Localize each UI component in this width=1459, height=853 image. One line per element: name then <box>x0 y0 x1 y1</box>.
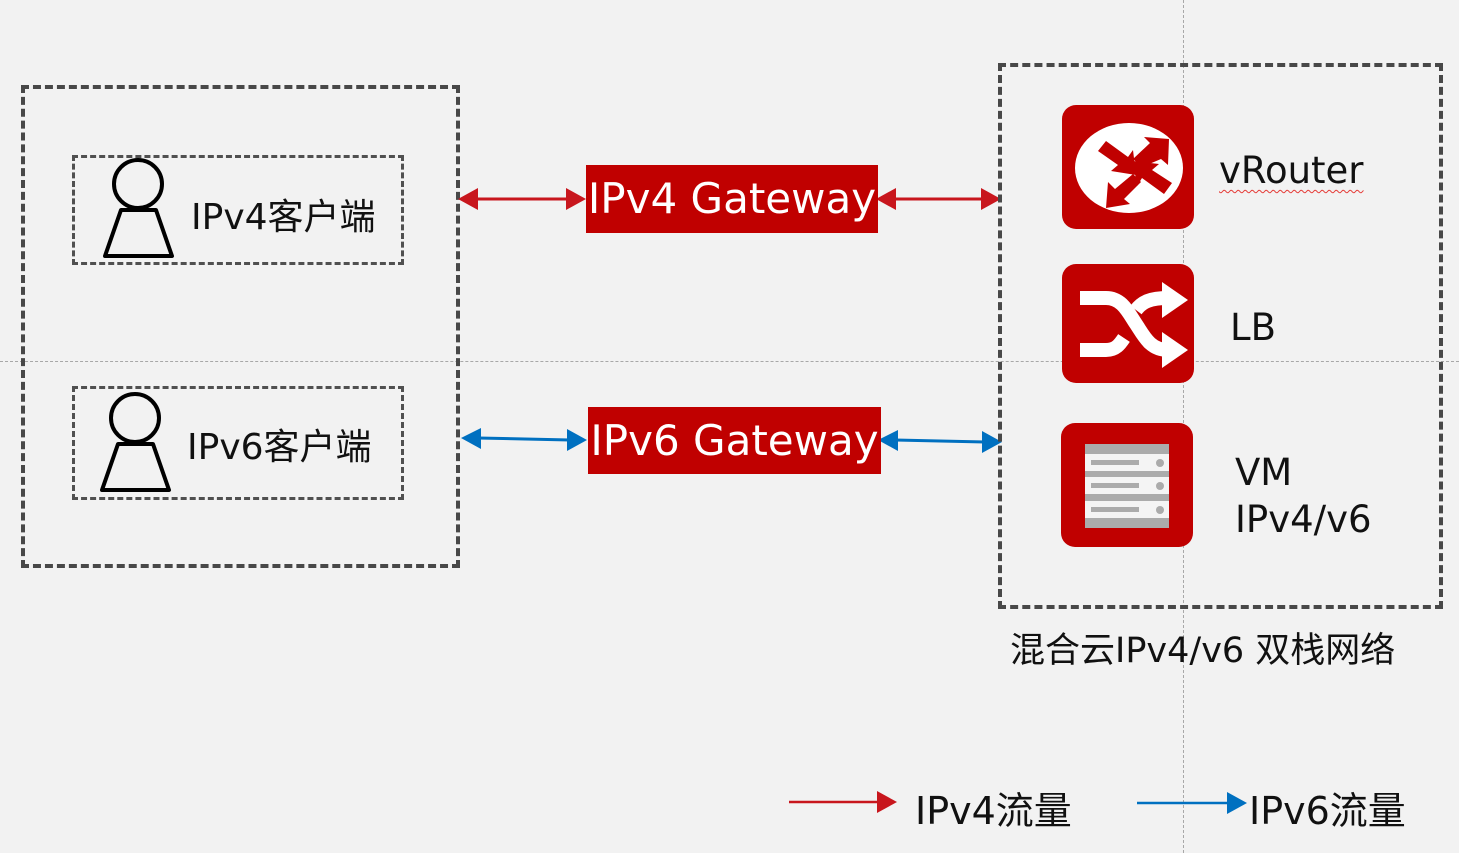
user-icon <box>103 158 174 258</box>
lb-icon-tile[interactable] <box>1062 264 1194 383</box>
ipv4-left-arrow <box>458 188 586 210</box>
legend-ipv4-arrow <box>789 791 897 813</box>
ipv4-client-box[interactable] <box>72 155 404 265</box>
router-icon <box>1075 123 1183 213</box>
ipv6-client-box[interactable] <box>72 386 404 500</box>
ipv6-left-arrow <box>461 428 587 451</box>
ipv4-right-arrow <box>876 188 1001 210</box>
legend-ipv4-label: IPv4流量 <box>915 789 1072 833</box>
ipv6-gateway[interactable]: IPv6 Gateway <box>588 407 881 474</box>
load-balancer-shuffle-icon <box>1080 282 1188 368</box>
legend-ipv6-arrow <box>1137 792 1247 814</box>
ipv6-right-arrow <box>878 430 1002 453</box>
ipv4-client-label: IPv4客户端 <box>191 197 376 238</box>
vm-label-line2: IPv4/v6 <box>1235 498 1372 541</box>
vrouter-icon-tile[interactable] <box>1062 105 1194 229</box>
vrouter-label: vRouter <box>1219 149 1364 192</box>
client-group-box <box>21 85 460 568</box>
hybrid-cloud-caption: 混合云IPv4/v6 双栈网络 <box>1010 631 1396 671</box>
ipv4-gateway[interactable]: IPv4 Gateway <box>586 165 878 233</box>
hybrid-cloud-box <box>998 63 1443 609</box>
ipv6-client-label: IPv6客户端 <box>187 427 372 468</box>
horizontal-guide-line <box>0 361 1459 362</box>
legend-ipv6-label: IPv6流量 <box>1249 789 1406 833</box>
vm-label-line1: VM <box>1235 451 1293 494</box>
lb-label: LB <box>1230 306 1276 349</box>
user-icon <box>100 392 171 492</box>
server-icon <box>1085 444 1169 528</box>
vm-icon-tile[interactable] <box>1061 423 1193 547</box>
